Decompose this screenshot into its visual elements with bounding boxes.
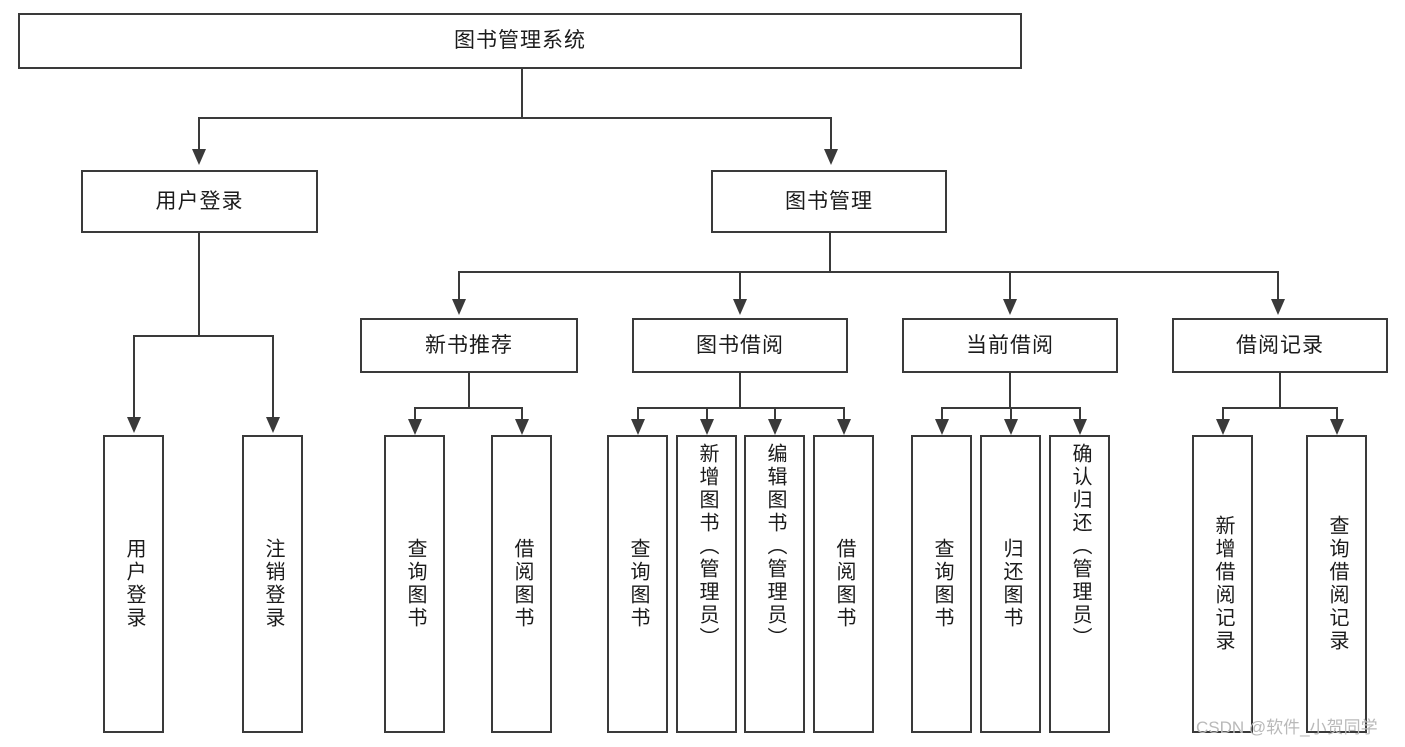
- connector-cb-to-leaf-0: [941, 407, 943, 421]
- leaf-new-book-borrow-book[interactable]: 借阅图书: [491, 435, 552, 733]
- connector-bb-to-leaf-0: [637, 407, 639, 421]
- leaf-label: 用户登录: [123, 538, 145, 630]
- arrowhead-bb-leaf-0: [631, 419, 645, 435]
- node-label: 新书推荐: [425, 333, 513, 357]
- leaf-current-borrow-query-book[interactable]: 查询图书: [911, 435, 972, 733]
- connector-root-stem: [521, 69, 523, 117]
- leaf-label: 注销登录: [262, 538, 284, 630]
- arrowhead-to-book-management: [824, 149, 838, 165]
- connector-br-to-leaf-0: [1222, 407, 1224, 421]
- connector-new-book-to-leaf-1: [521, 407, 523, 421]
- node-book-management[interactable]: 图书管理: [711, 170, 947, 233]
- arrowhead-bb-leaf-2: [768, 419, 782, 435]
- connector-bb-to-leaf-1: [706, 407, 708, 421]
- arrowhead-user-login-leaf-1: [266, 417, 280, 433]
- leaf-label: 新增借阅记录: [1212, 515, 1234, 653]
- leaf-label: 查询借阅记录: [1326, 515, 1348, 653]
- connector-new-book-bus: [414, 407, 522, 409]
- connector-user-login-to-leaf-1: [272, 335, 274, 419]
- leaf-label: 确认归还（管理员）: [1069, 443, 1091, 650]
- connector-bm-to-new-book: [458, 271, 460, 301]
- connector-book-borrow-stem: [739, 373, 741, 407]
- node-book-borrow[interactable]: 图书借阅: [632, 318, 848, 373]
- leaf-label: 查询图书: [931, 538, 953, 630]
- connector-root-bus: [198, 117, 832, 119]
- connector-user-login-stem: [198, 233, 200, 335]
- node-label: 图书借阅: [696, 333, 784, 357]
- connector-new-book-to-leaf-0: [414, 407, 416, 421]
- connector-br-to-leaf-1: [1336, 407, 1338, 421]
- leaf-label: 新增图书（管理员）: [696, 443, 718, 650]
- node-user-login[interactable]: 用户登录: [81, 170, 318, 233]
- arrowhead-to-user-login: [192, 149, 206, 165]
- connector-root-to-book-management: [830, 117, 832, 151]
- leaf-label: 查询图书: [404, 538, 426, 630]
- node-root-book-management-system[interactable]: 图书管理系统: [18, 13, 1022, 69]
- leaf-book-borrow-borrow-book[interactable]: 借阅图书: [813, 435, 874, 733]
- node-current-borrow[interactable]: 当前借阅: [902, 318, 1118, 373]
- arrowhead-br-leaf-1: [1330, 419, 1344, 435]
- node-label: 图书管理系统: [454, 29, 586, 53]
- leaf-label: 借阅图书: [511, 538, 533, 630]
- leaf-label: 借阅图书: [833, 538, 855, 630]
- arrowhead-new-book-leaf-0: [408, 419, 422, 435]
- connector-root-to-user-login: [198, 117, 200, 151]
- arrowhead-br-leaf-0: [1216, 419, 1230, 435]
- leaf-current-borrow-confirm-return-admin[interactable]: 确认归还（管理员）: [1049, 435, 1110, 733]
- leaf-label: 归还图书: [1000, 538, 1022, 630]
- arrowhead-user-login-leaf-0: [127, 417, 141, 433]
- leaf-borrow-record-query-record[interactable]: 查询借阅记录: [1306, 435, 1367, 733]
- leaf-book-borrow-query-book[interactable]: 查询图书: [607, 435, 668, 733]
- connector-bb-to-leaf-3: [843, 407, 845, 421]
- arrowhead-bm-borrow-record: [1271, 299, 1285, 315]
- leaf-new-book-query-book[interactable]: 查询图书: [384, 435, 445, 733]
- connector-current-borrow-stem: [1009, 373, 1011, 407]
- arrowhead-bb-leaf-3: [837, 419, 851, 435]
- connector-cb-to-leaf-2: [1079, 407, 1081, 421]
- arrowhead-new-book-leaf-1: [515, 419, 529, 435]
- connector-book-management-bus: [458, 271, 1279, 273]
- node-label: 借阅记录: [1236, 333, 1324, 357]
- node-label: 用户登录: [155, 189, 244, 213]
- leaf-label: 查询图书: [627, 538, 649, 630]
- connector-user-login-to-leaf-0: [133, 335, 135, 419]
- connector-new-book-stem: [468, 373, 470, 407]
- connector-borrow-record-stem: [1279, 373, 1281, 407]
- leaf-borrow-record-add-record[interactable]: 新增借阅记录: [1192, 435, 1253, 733]
- arrowhead-bm-new-book: [452, 299, 466, 315]
- node-label: 图书管理: [785, 189, 873, 213]
- leaf-user-login-logout[interactable]: 注销登录: [242, 435, 303, 733]
- node-borrow-record[interactable]: 借阅记录: [1172, 318, 1388, 373]
- watermark-text: CSDN @软件_小贺同学: [1196, 718, 1378, 737]
- arrowhead-cb-leaf-0: [935, 419, 949, 435]
- connector-borrow-record-bus: [1222, 407, 1337, 409]
- connector-user-login-bus: [133, 335, 273, 337]
- connector-cb-to-leaf-1: [1010, 407, 1012, 421]
- connector-bm-to-book-borrow: [739, 271, 741, 301]
- arrowhead-cb-leaf-1: [1004, 419, 1018, 435]
- leaf-current-borrow-return-book[interactable]: 归还图书: [980, 435, 1041, 733]
- node-new-book-recommend[interactable]: 新书推荐: [360, 318, 578, 373]
- node-label: 当前借阅: [966, 333, 1054, 357]
- leaf-label: 编辑图书（管理员）: [764, 443, 786, 650]
- connector-bm-to-borrow-record: [1277, 271, 1279, 301]
- leaf-user-login-login[interactable]: 用户登录: [103, 435, 164, 733]
- leaf-book-borrow-add-book-admin[interactable]: 新增图书（管理员）: [676, 435, 737, 733]
- arrowhead-bm-book-borrow: [733, 299, 747, 315]
- leaf-book-borrow-edit-book-admin[interactable]: 编辑图书（管理员）: [744, 435, 805, 733]
- connector-book-management-stem: [829, 233, 831, 271]
- connector-bm-to-current-borrow: [1009, 271, 1011, 301]
- arrowhead-bb-leaf-1: [700, 419, 714, 435]
- connector-bb-to-leaf-2: [774, 407, 776, 421]
- arrowhead-bm-current-borrow: [1003, 299, 1017, 315]
- connector-book-borrow-bus: [637, 407, 844, 409]
- arrowhead-cb-leaf-2: [1073, 419, 1087, 435]
